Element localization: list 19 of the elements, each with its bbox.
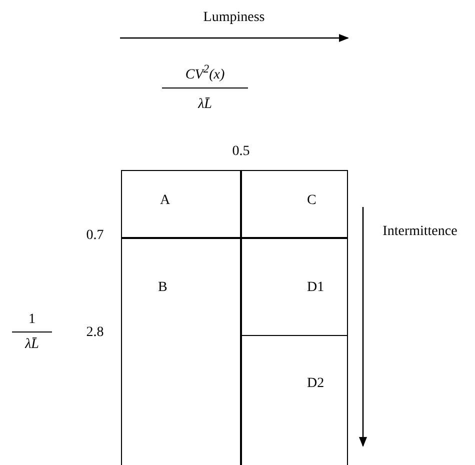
- formula-numerator: CV$^{2}$(x): [185, 62, 225, 84]
- formula-denominator: λL̄: [25, 337, 39, 353]
- formula-denominator: λL̄: [198, 97, 212, 113]
- grid-cell: [121, 237, 242, 465]
- cell-label: D2: [307, 376, 324, 392]
- axis-title: Intermittence: [382, 224, 458, 240]
- cell-label: D1: [307, 280, 324, 296]
- cell-label: B: [158, 280, 168, 296]
- threshold-value: 2.8: [86, 325, 104, 341]
- grid-cell: [240, 335, 348, 465]
- grid-cell: [121, 170, 242, 239]
- axis-title: Lumpiness: [203, 10, 265, 26]
- threshold-value: 0.7: [86, 228, 104, 244]
- cell-label: C: [307, 193, 316, 209]
- grid-cell: [240, 237, 348, 336]
- threshold-value: 0.5: [232, 144, 250, 160]
- grid-cell: [240, 170, 348, 239]
- formula-numerator: 1: [28, 312, 36, 328]
- cell-label: A: [160, 193, 170, 209]
